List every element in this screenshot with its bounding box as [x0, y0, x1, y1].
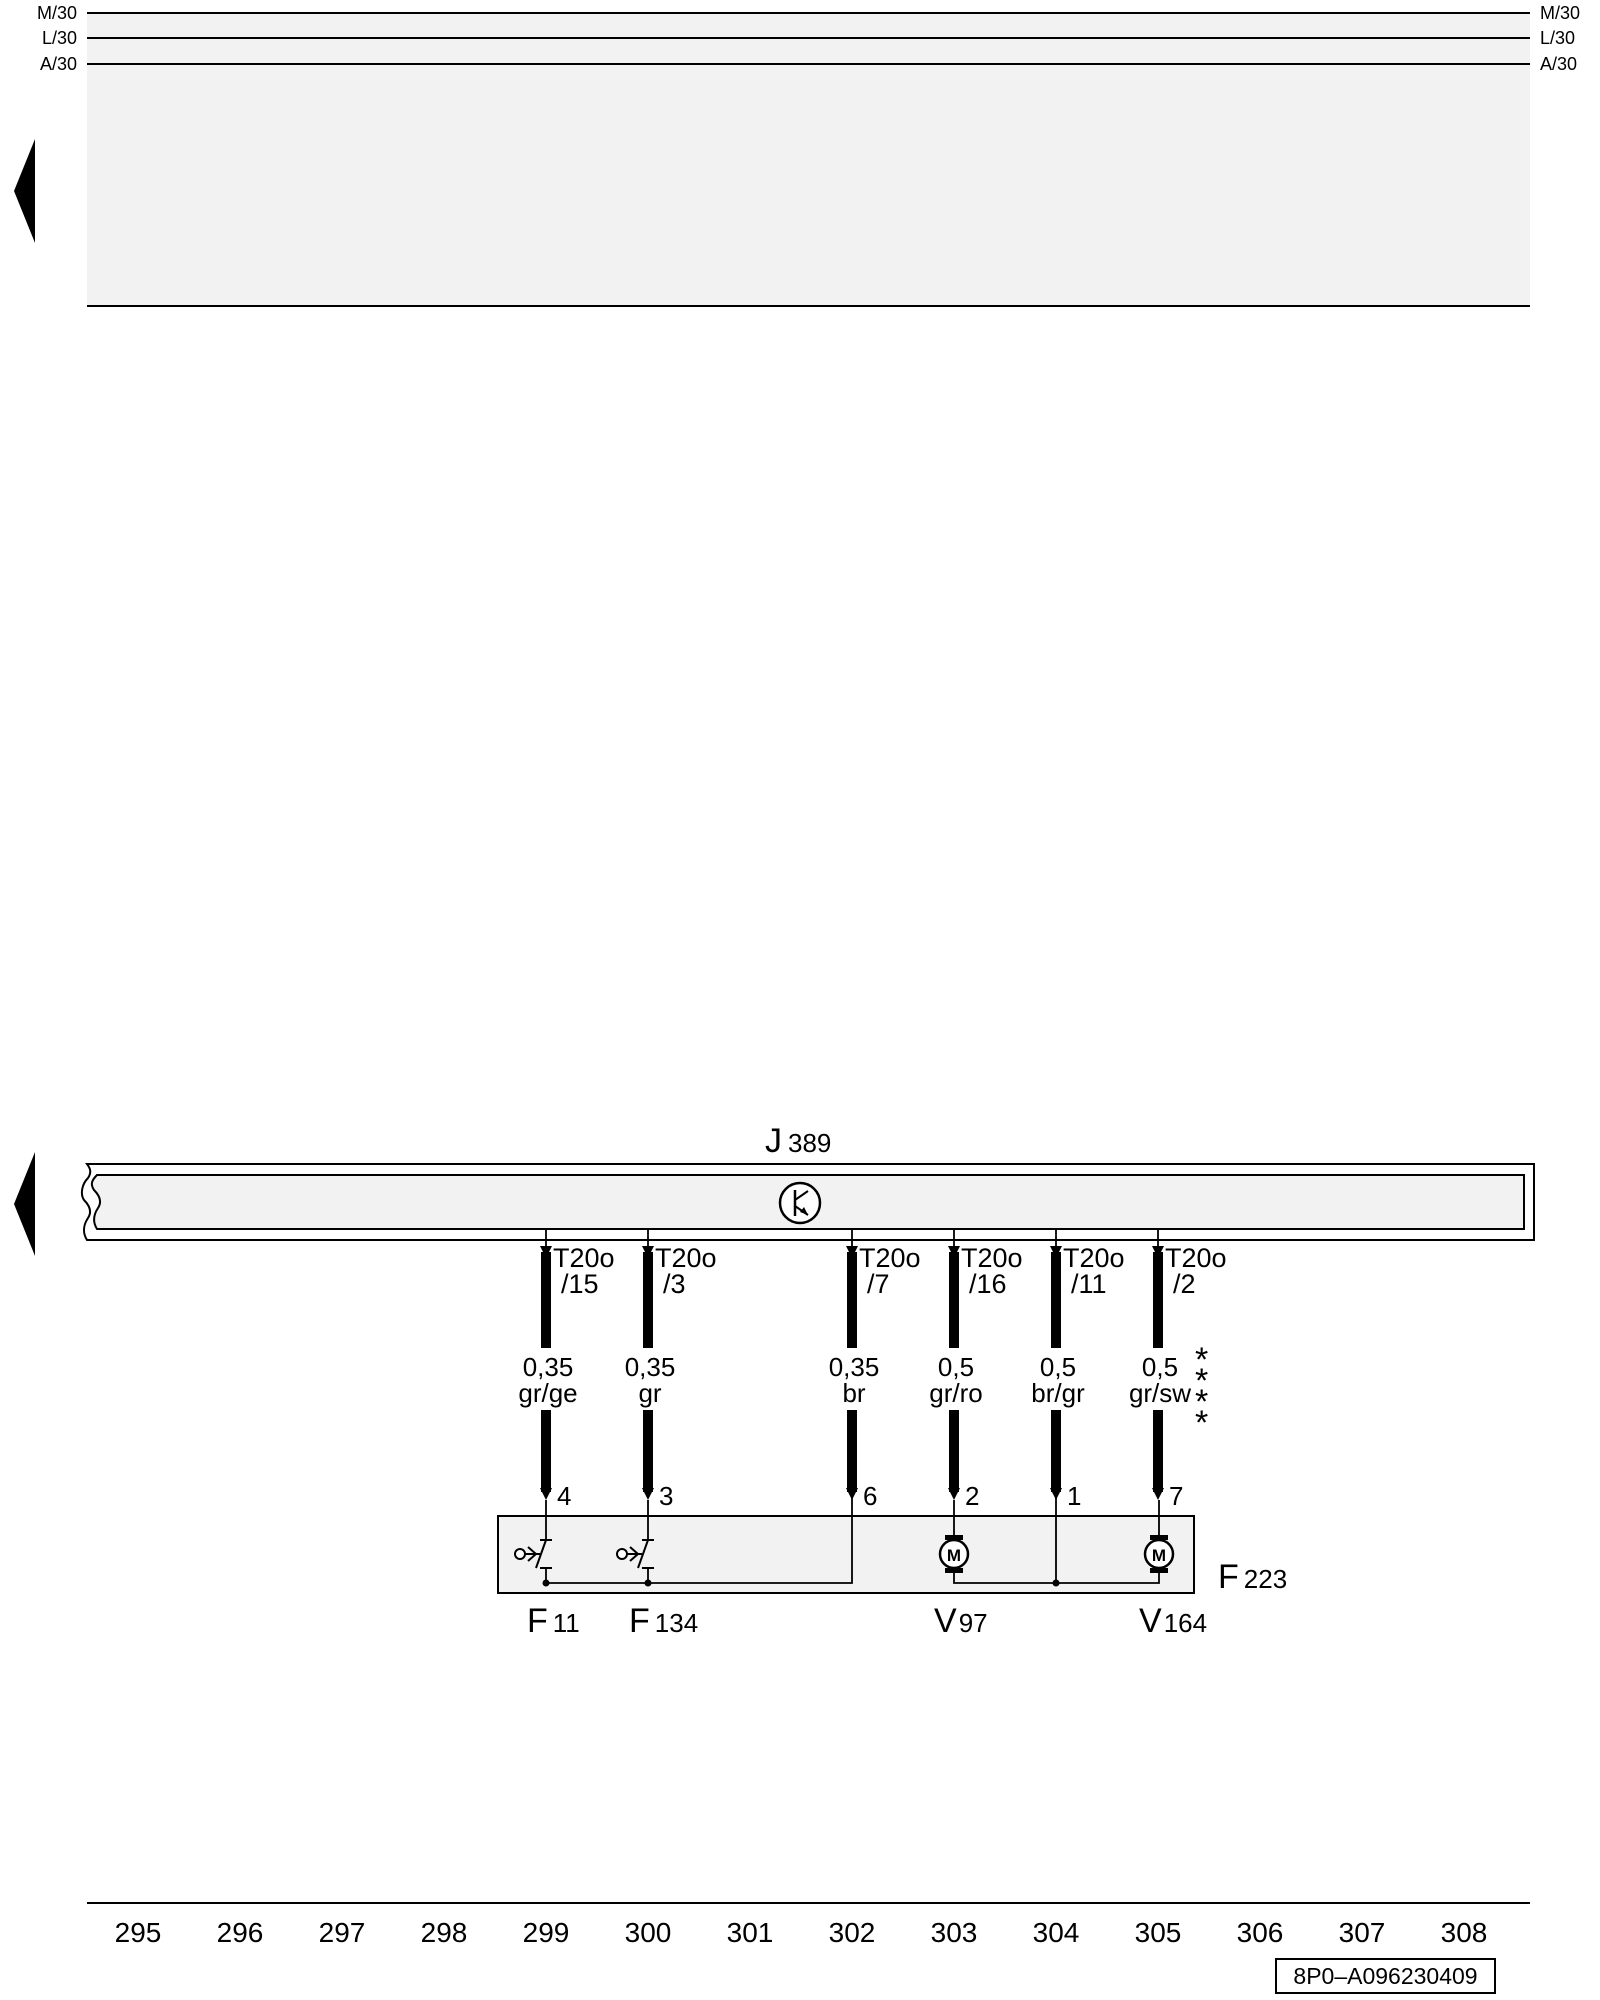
footnote-mark: * [1195, 1341, 1208, 1379]
motor-icon: M [938, 1500, 970, 1573]
wire-segment [1153, 1410, 1163, 1492]
connector-pin: /11 [1071, 1269, 1107, 1299]
assembly-box [497, 1515, 1195, 1594]
connector-id: T20o [1063, 1243, 1125, 1273]
connector-id: T20o [655, 1243, 717, 1273]
wire-segment [949, 1252, 959, 1348]
connector-id: T20o [1165, 1243, 1227, 1273]
target-pin: 7 [1169, 1481, 1183, 1511]
wire-gauge: 0,5 [1040, 1352, 1076, 1382]
motor-symbol: M [1152, 1546, 1166, 1565]
wire-segment [643, 1410, 653, 1492]
footnote-mark: * [1195, 1404, 1208, 1442]
wire-segment [847, 1410, 857, 1492]
column-number: 300 [625, 1917, 672, 1948]
target-pin: 3 [659, 1481, 673, 1511]
wire: T20o/16 0,5gr/ro 2 [929, 1229, 1023, 1511]
rail-label-left-a30: A/30 [40, 54, 77, 74]
rail-label-right-l30: L/30 [1540, 28, 1575, 48]
column-number: 301 [727, 1917, 774, 1948]
rail-label-left-l30: L/30 [42, 28, 77, 48]
column-number: 305 [1135, 1917, 1182, 1948]
transistor-circle-icon [778, 1181, 822, 1225]
connector-arrow-icon [642, 1488, 654, 1500]
wire-segment [949, 1410, 959, 1492]
triangle-left-icon[interactable] [14, 139, 35, 243]
column-number: 299 [523, 1917, 570, 1948]
column-number: 308 [1441, 1917, 1488, 1948]
wire-segment [1051, 1410, 1061, 1492]
wire: T20o/11 0,5br/gr 1 [1031, 1229, 1125, 1511]
reference-box [1275, 1958, 1496, 1994]
connector-id: T20o [859, 1243, 921, 1273]
wire-color: gr [638, 1378, 661, 1408]
triangle-left-icon[interactable] [14, 1152, 35, 1256]
column-number: 295 [115, 1917, 162, 1948]
column-number: 297 [319, 1917, 366, 1948]
connector-pin: /16 [969, 1269, 1007, 1299]
wire-color: gr/ge [518, 1378, 577, 1408]
reference-code: 8P0–A096230409 [1293, 1963, 1477, 1989]
wire-segment [541, 1252, 551, 1348]
connector-arrow-icon [948, 1488, 960, 1500]
target-pin: 4 [557, 1481, 571, 1511]
switch-icon [514, 1500, 552, 1583]
connector-id: T20o [553, 1243, 615, 1273]
target-pin: 1 [1067, 1481, 1081, 1511]
component-label-v97: V97 [934, 1602, 988, 1640]
connector-id: T20o [961, 1243, 1023, 1273]
column-numbers: 295 296 297 298 299 300 301 302 303 304 305 306 307 3… [115, 1917, 1488, 1948]
connector-pin: /3 [663, 1269, 686, 1299]
column-number: 306 [1237, 1917, 1284, 1948]
target-pin: 2 [965, 1481, 979, 1511]
switch-icon [616, 1500, 654, 1583]
footnote-mark: * [1195, 1383, 1208, 1421]
rail-label-right-m30: M/30 [1540, 3, 1580, 23]
rail-label-right-a30: A/30 [1540, 54, 1577, 74]
connector-pin: /15 [561, 1269, 599, 1299]
wire-group: T20o/150,35gr/ge4T20o/30,35gr3T20o/70,35… [518, 1229, 1227, 1511]
wire-color: gr/ro [929, 1378, 982, 1408]
column-number: 304 [1033, 1917, 1080, 1948]
wire-gauge: 0,35 [625, 1352, 676, 1382]
wire-segment [847, 1252, 857, 1348]
wire-color: br/gr [1031, 1378, 1085, 1408]
column-number: 296 [217, 1917, 264, 1948]
connector-arrow-icon [540, 1488, 552, 1500]
connector-pin: /7 [867, 1269, 890, 1299]
column-number: 302 [829, 1917, 876, 1948]
wire: T20o/2 0,5gr/sw 7 [1129, 1229, 1227, 1511]
wire-segment [643, 1252, 653, 1348]
column-number: 298 [421, 1917, 468, 1948]
wire-gauge: 0,35 [523, 1352, 574, 1382]
column-number: 303 [931, 1917, 978, 1948]
wire-gauge: 0,35 [829, 1352, 880, 1382]
junction-dot [1052, 1579, 1060, 1587]
motor-icon: M [1143, 1500, 1175, 1573]
column-number: 307 [1339, 1917, 1386, 1948]
wire-segment [541, 1410, 551, 1492]
motor-symbol: M [947, 1546, 961, 1565]
top-panel [87, 13, 1530, 305]
wire-color: gr/sw [1129, 1378, 1191, 1408]
wire-segment [1153, 1252, 1163, 1348]
wire-gauge: 0,5 [1142, 1352, 1178, 1382]
connector-arrow-icon [1152, 1488, 1164, 1500]
wire-color: br [842, 1378, 865, 1408]
connector-pin: /2 [1173, 1269, 1196, 1299]
component-label-v164: V164 [1139, 1602, 1207, 1640]
target-pin: 6 [863, 1481, 877, 1511]
wire-gauge: 0,5 [938, 1352, 974, 1382]
rail-label-left-m30: M/30 [37, 3, 77, 23]
footnote-mark: * [1195, 1362, 1208, 1400]
wire-segment [1051, 1252, 1061, 1348]
